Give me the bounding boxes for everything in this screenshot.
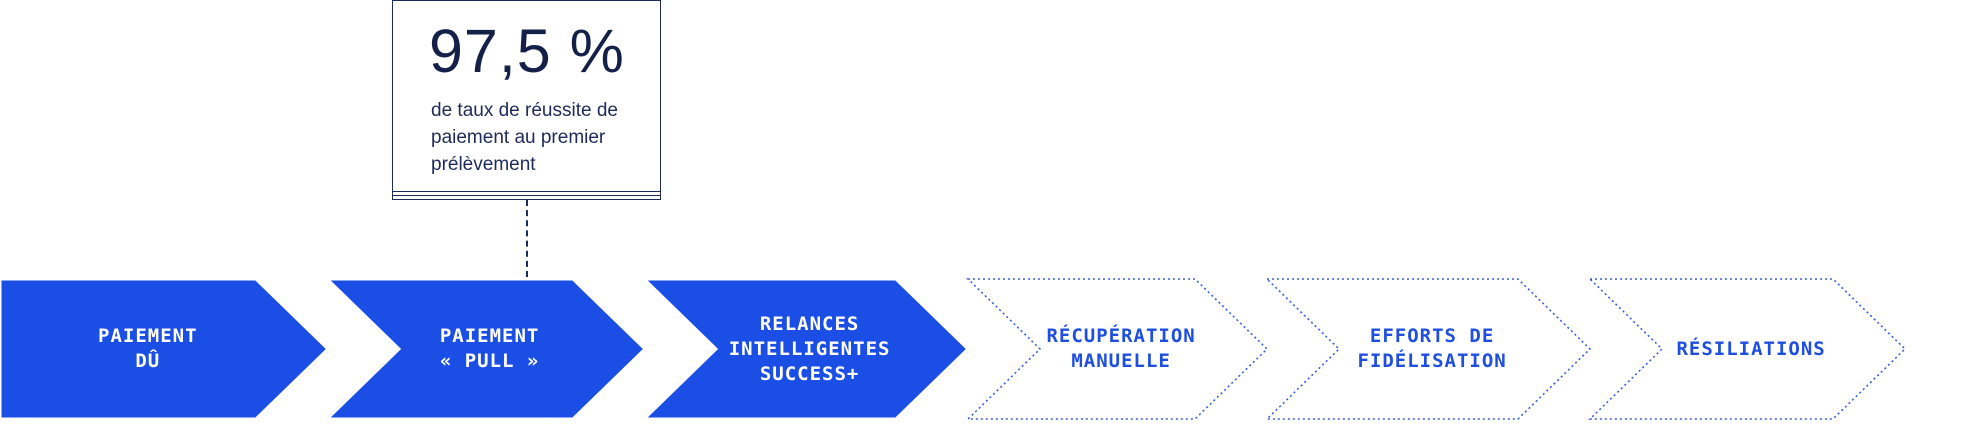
stat-caption: de taux de réussite de paiement au premi… [431, 100, 618, 175]
flow-step-chevron-3 [640, 277, 971, 421]
callout-connector-line [526, 200, 528, 277]
flow-step-chevron-2 [323, 277, 648, 421]
flow-step-label-6: RÉSILIATIONS [1676, 337, 1826, 360]
flow-step-chevron-1 [0, 277, 331, 421]
flow-step-chevron-4 [966, 278, 1269, 420]
flow-step-label-5: EFFORTS DE FIDÉLISATION [1357, 325, 1507, 372]
stat-value: 97,5 % [429, 17, 625, 85]
callout-footer-rule [393, 191, 660, 196]
stat-callout: 97,5 % de taux de réussite de paiement a… [392, 0, 661, 200]
flow-step-label-2: PAIEMENT « PULL » [439, 325, 540, 372]
flow-step-chevron-5 [1265, 278, 1592, 420]
flow-step-label-3: RELANCES INTELLIGENTES SUCCESS+ [728, 312, 891, 385]
flow-step-label-1: PAIEMENT DÛ [98, 325, 198, 372]
flow-step-label-4: RÉCUPÉRATION MANUELLE [1046, 325, 1196, 372]
